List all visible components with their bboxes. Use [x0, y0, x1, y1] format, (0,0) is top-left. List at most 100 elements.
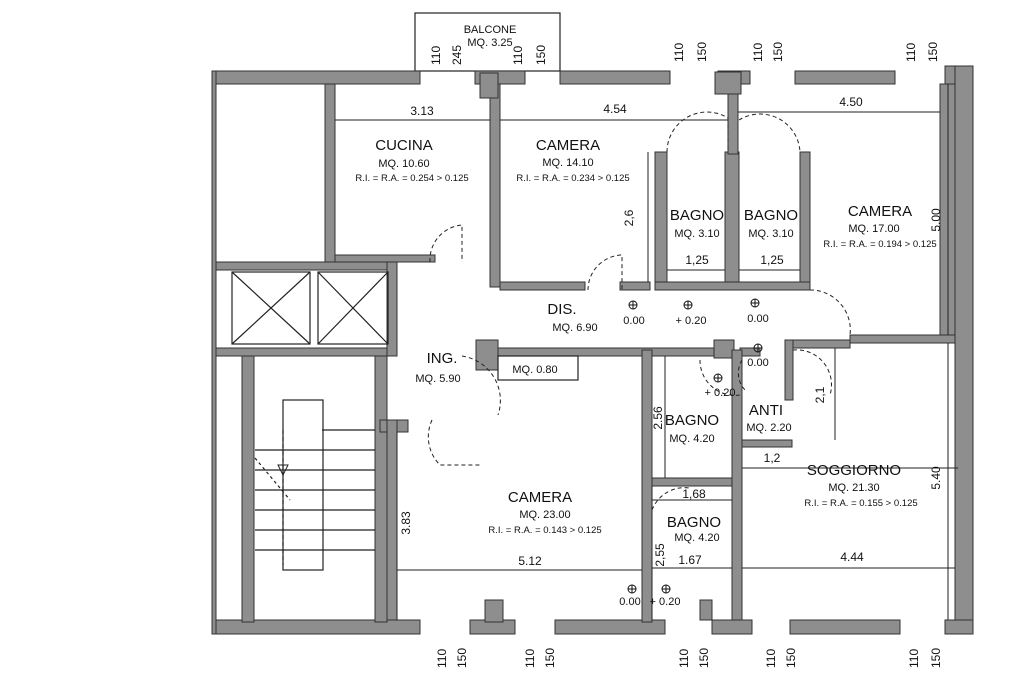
dim-soggiorno-h: 5.40: [929, 466, 943, 490]
svg-text:110: 110: [764, 649, 778, 668]
svg-text:150: 150: [543, 648, 557, 668]
closet-area: MQ. 0.80: [512, 364, 557, 376]
soggiorno-area: MQ. 21.30: [828, 482, 879, 494]
windows-top: 110 245 110 150 110 150 110 150 110 150: [429, 42, 940, 65]
stairwell: [231, 271, 389, 571]
level-dis-b: + 0.20: [676, 315, 707, 327]
wall-bottom-3: [554, 619, 666, 635]
bagno4-name: BAGNO: [667, 514, 721, 531]
balcony-area: MQ. 3.25: [467, 37, 512, 49]
wall-bagno2-right: [799, 151, 811, 291]
svg-text:110: 110: [751, 43, 765, 62]
door-bagno3: [699, 359, 741, 396]
door-bagno2: [738, 113, 801, 153]
wall-pillar-5: [484, 599, 504, 623]
svg-text:110: 110: [511, 46, 525, 65]
wall-camera1-bottom-2: [619, 281, 651, 291]
door-camera3: [427, 419, 480, 466]
wall-pillar-3: [713, 339, 735, 359]
dim-soggiorno-w: 4.44: [840, 550, 864, 564]
level-camera3-b: + 0.20: [650, 596, 681, 608]
camera1-name: CAMERA: [536, 137, 600, 154]
wall-top-5: [794, 70, 896, 85]
balcony-name: BALCONE: [464, 24, 517, 36]
level-bagno3: + 0.20: [705, 387, 736, 399]
camera1-area: MQ. 14.10: [542, 157, 593, 169]
closet-outline: [497, 355, 579, 381]
room-labels: CUCINA MQ. 10.60 R.I. = R.A. = 0.254 > 0…: [355, 137, 936, 544]
cucina-ratio: R.I. = R.A. = 0.254 > 0.125: [355, 173, 468, 184]
camera3-area: MQ. 23.00: [519, 509, 570, 521]
dim-cucina-w: 3.13: [410, 104, 434, 118]
level-markers: 0.00 + 0.20 0.00 0.00 + 0.20 0.00: [619, 298, 769, 608]
svg-text:110: 110: [907, 649, 921, 668]
soggiorno-name: SOGGIORNO: [807, 462, 901, 479]
level-marker-icon: [627, 584, 637, 594]
anti-name: ANTI: [749, 402, 783, 419]
level-marker-icon: [713, 373, 723, 383]
dis-area: MQ. 6.90: [552, 322, 597, 334]
wall-bagno1-left: [654, 151, 668, 291]
bagno4-area: MQ. 4.20: [674, 532, 719, 544]
wall-dis-bottom: [489, 347, 721, 357]
camera3-ratio: R.I. = R.A. = 0.143 > 0.125: [488, 525, 601, 536]
wall-bottom-4: [711, 619, 753, 635]
door-soggiorno: [792, 349, 833, 396]
stair-arrow-icon: [277, 464, 289, 477]
dis-name: DIS.: [547, 301, 576, 318]
svg-text:150: 150: [455, 648, 469, 668]
dim-bagno3-h: 2.56: [651, 406, 665, 430]
wall-camera1-bottom: [499, 281, 586, 291]
door-ing: [461, 355, 501, 416]
ing-name: ING.: [427, 350, 458, 367]
level-marker-icon: [753, 343, 763, 353]
ing-area: MQ. 5.90: [415, 373, 460, 385]
shaft-1: [231, 271, 311, 345]
wall-pillar-2: [714, 71, 742, 95]
level-marker-icon: [628, 300, 638, 310]
camera2-ratio: R.I. = R.A. = 0.194 > 0.125: [823, 239, 936, 250]
wall-pillar-1: [479, 72, 499, 99]
dimension-labels: 3.13 4.54 4.50 5.00 2,6 1,25 1,25 2.56 2…: [399, 95, 943, 568]
outer-walls: [211, 65, 974, 635]
wall-camera3-right: [641, 349, 653, 623]
bagno2-name: BAGNO: [744, 207, 798, 224]
level-camera3-a: 0.00: [619, 596, 640, 608]
dim-camera3-h: 3.83: [399, 511, 413, 535]
dim-bagno2-w: 1,25: [760, 253, 784, 267]
wall-top-1: [214, 70, 421, 85]
wall-bagno-right: [731, 349, 743, 621]
dim-camera2-h: 5.00: [929, 208, 943, 232]
camera3-name: CAMERA: [508, 489, 572, 506]
door-cucina: [429, 224, 463, 263]
svg-text:150: 150: [534, 45, 548, 65]
svg-text:110: 110: [677, 649, 691, 668]
svg-text:150: 150: [695, 42, 709, 62]
dim-camera1-w: 4.54: [603, 102, 627, 116]
wall-stair-left: [241, 355, 255, 623]
svg-text:150: 150: [784, 648, 798, 668]
wall-cucina-right: [489, 83, 501, 288]
wall-shaft-bottom: [215, 347, 397, 357]
anti-area: MQ. 2.20: [746, 422, 791, 434]
wall-cucina-left: [324, 83, 336, 263]
soggiorno-ratio: R.I. = R.A. = 0.155 > 0.125: [804, 498, 917, 509]
wall-left: [211, 70, 217, 635]
dim-camera1-h: 2,6: [622, 209, 636, 226]
dim-anti-h: 2,1: [813, 386, 827, 403]
svg-text:150: 150: [771, 42, 785, 62]
wall-bottom-5: [789, 619, 901, 635]
wall-camera2-bottom: [849, 334, 956, 344]
cucina-name: CUCINA: [375, 137, 433, 154]
wall-anti-bottom: [741, 439, 793, 448]
dimension-lines: [335, 84, 958, 620]
stair-core: [282, 399, 324, 571]
cucina-area: MQ. 10.60: [378, 158, 429, 170]
dim-bagno4-bottom: 1.67: [678, 553, 702, 567]
level-dis-a: 0.00: [623, 315, 644, 327]
wall-right: [954, 65, 974, 633]
level-anti-a: 0.00: [747, 357, 768, 369]
wall-anti-top: [789, 339, 851, 349]
bagno3-name: BAGNO: [665, 412, 719, 429]
